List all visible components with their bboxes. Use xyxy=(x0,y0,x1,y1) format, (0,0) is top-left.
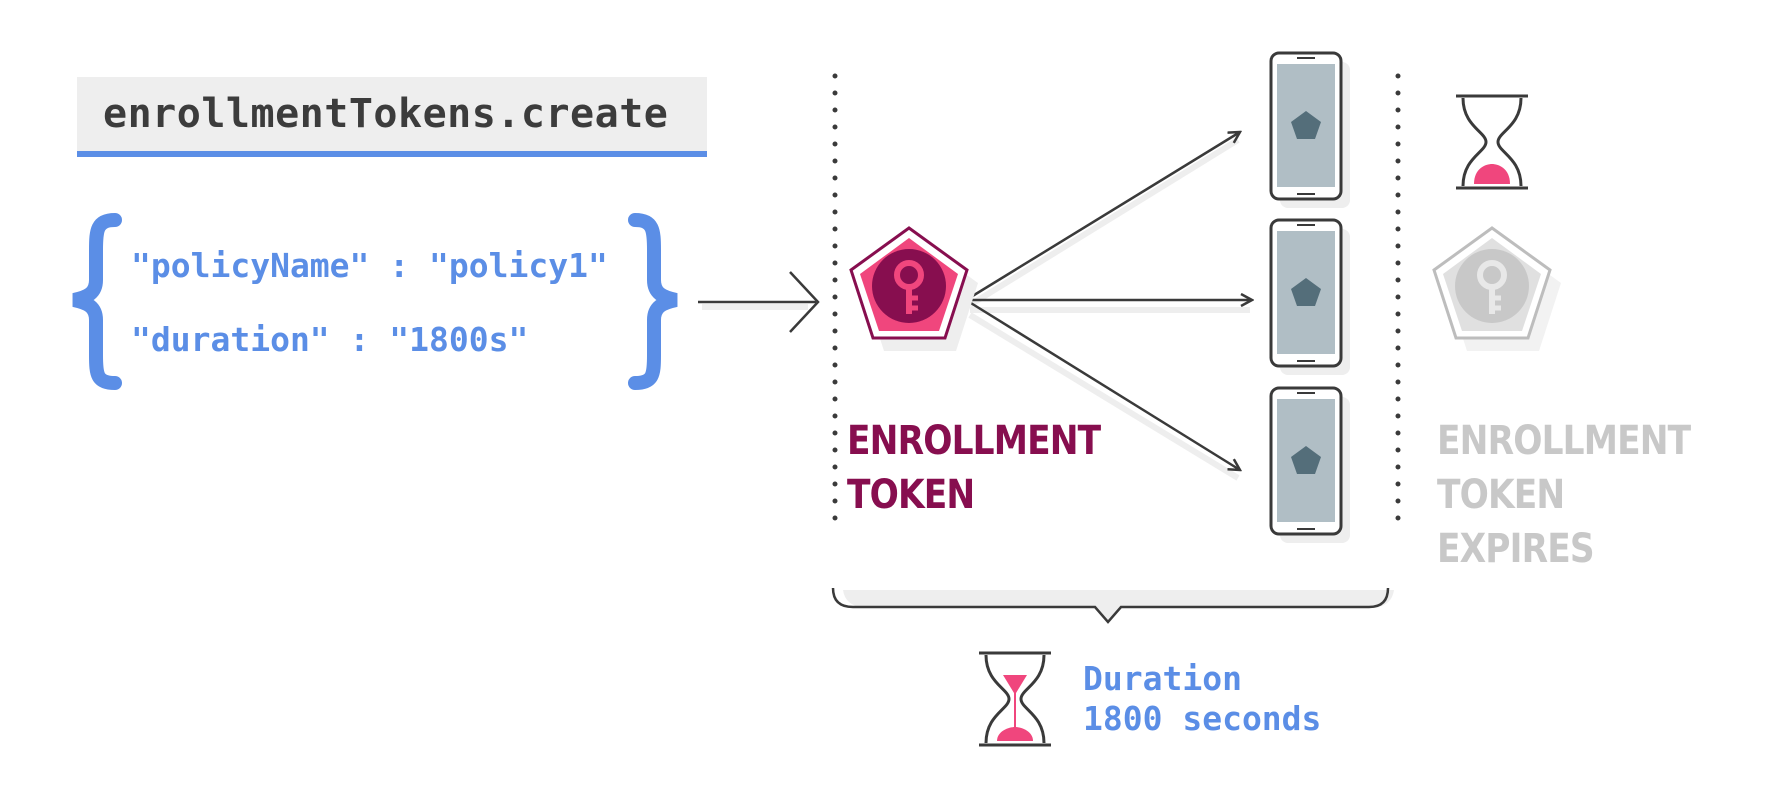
hourglass-icon xyxy=(977,651,1053,747)
label-line: ENROLLMENT xyxy=(847,418,1101,464)
phone-icon xyxy=(1269,218,1352,377)
label-line: TOKEN xyxy=(1437,472,1565,518)
duration-caption: Duration 1800 seconds xyxy=(1083,659,1321,739)
key-pentagon-icon xyxy=(849,226,978,351)
arrow-icon xyxy=(698,271,820,333)
label-line: ENROLLMENT xyxy=(1437,418,1691,464)
bracket-icon xyxy=(831,587,1394,624)
label-line: TOKEN xyxy=(847,472,975,518)
request-field-policy-name: "policyName" : "policy1" xyxy=(131,246,608,285)
request-field-duration: "duration" : "1800s" xyxy=(131,320,529,359)
token-expires-label: ENROLLMENT TOKEN EXPIRES xyxy=(1437,414,1691,576)
phone-icon xyxy=(1269,386,1352,545)
enrollment-token-label: ENROLLMENT TOKEN xyxy=(847,414,1101,522)
expired-key-pentagon-icon xyxy=(1432,226,1561,351)
duration-title: Duration xyxy=(1083,659,1242,698)
right-brace-icon xyxy=(628,213,678,390)
duration-value: 1800 seconds xyxy=(1083,699,1322,738)
method-name: enrollmentTokens.create xyxy=(103,91,669,137)
hourglass-icon xyxy=(1454,94,1530,190)
label-line: EXPIRES xyxy=(1437,526,1595,572)
left-brace-icon xyxy=(72,213,122,390)
method-header: enrollmentTokens.create xyxy=(77,77,707,157)
phone-icon xyxy=(1269,51,1352,210)
fanout-arrows xyxy=(965,132,1252,481)
